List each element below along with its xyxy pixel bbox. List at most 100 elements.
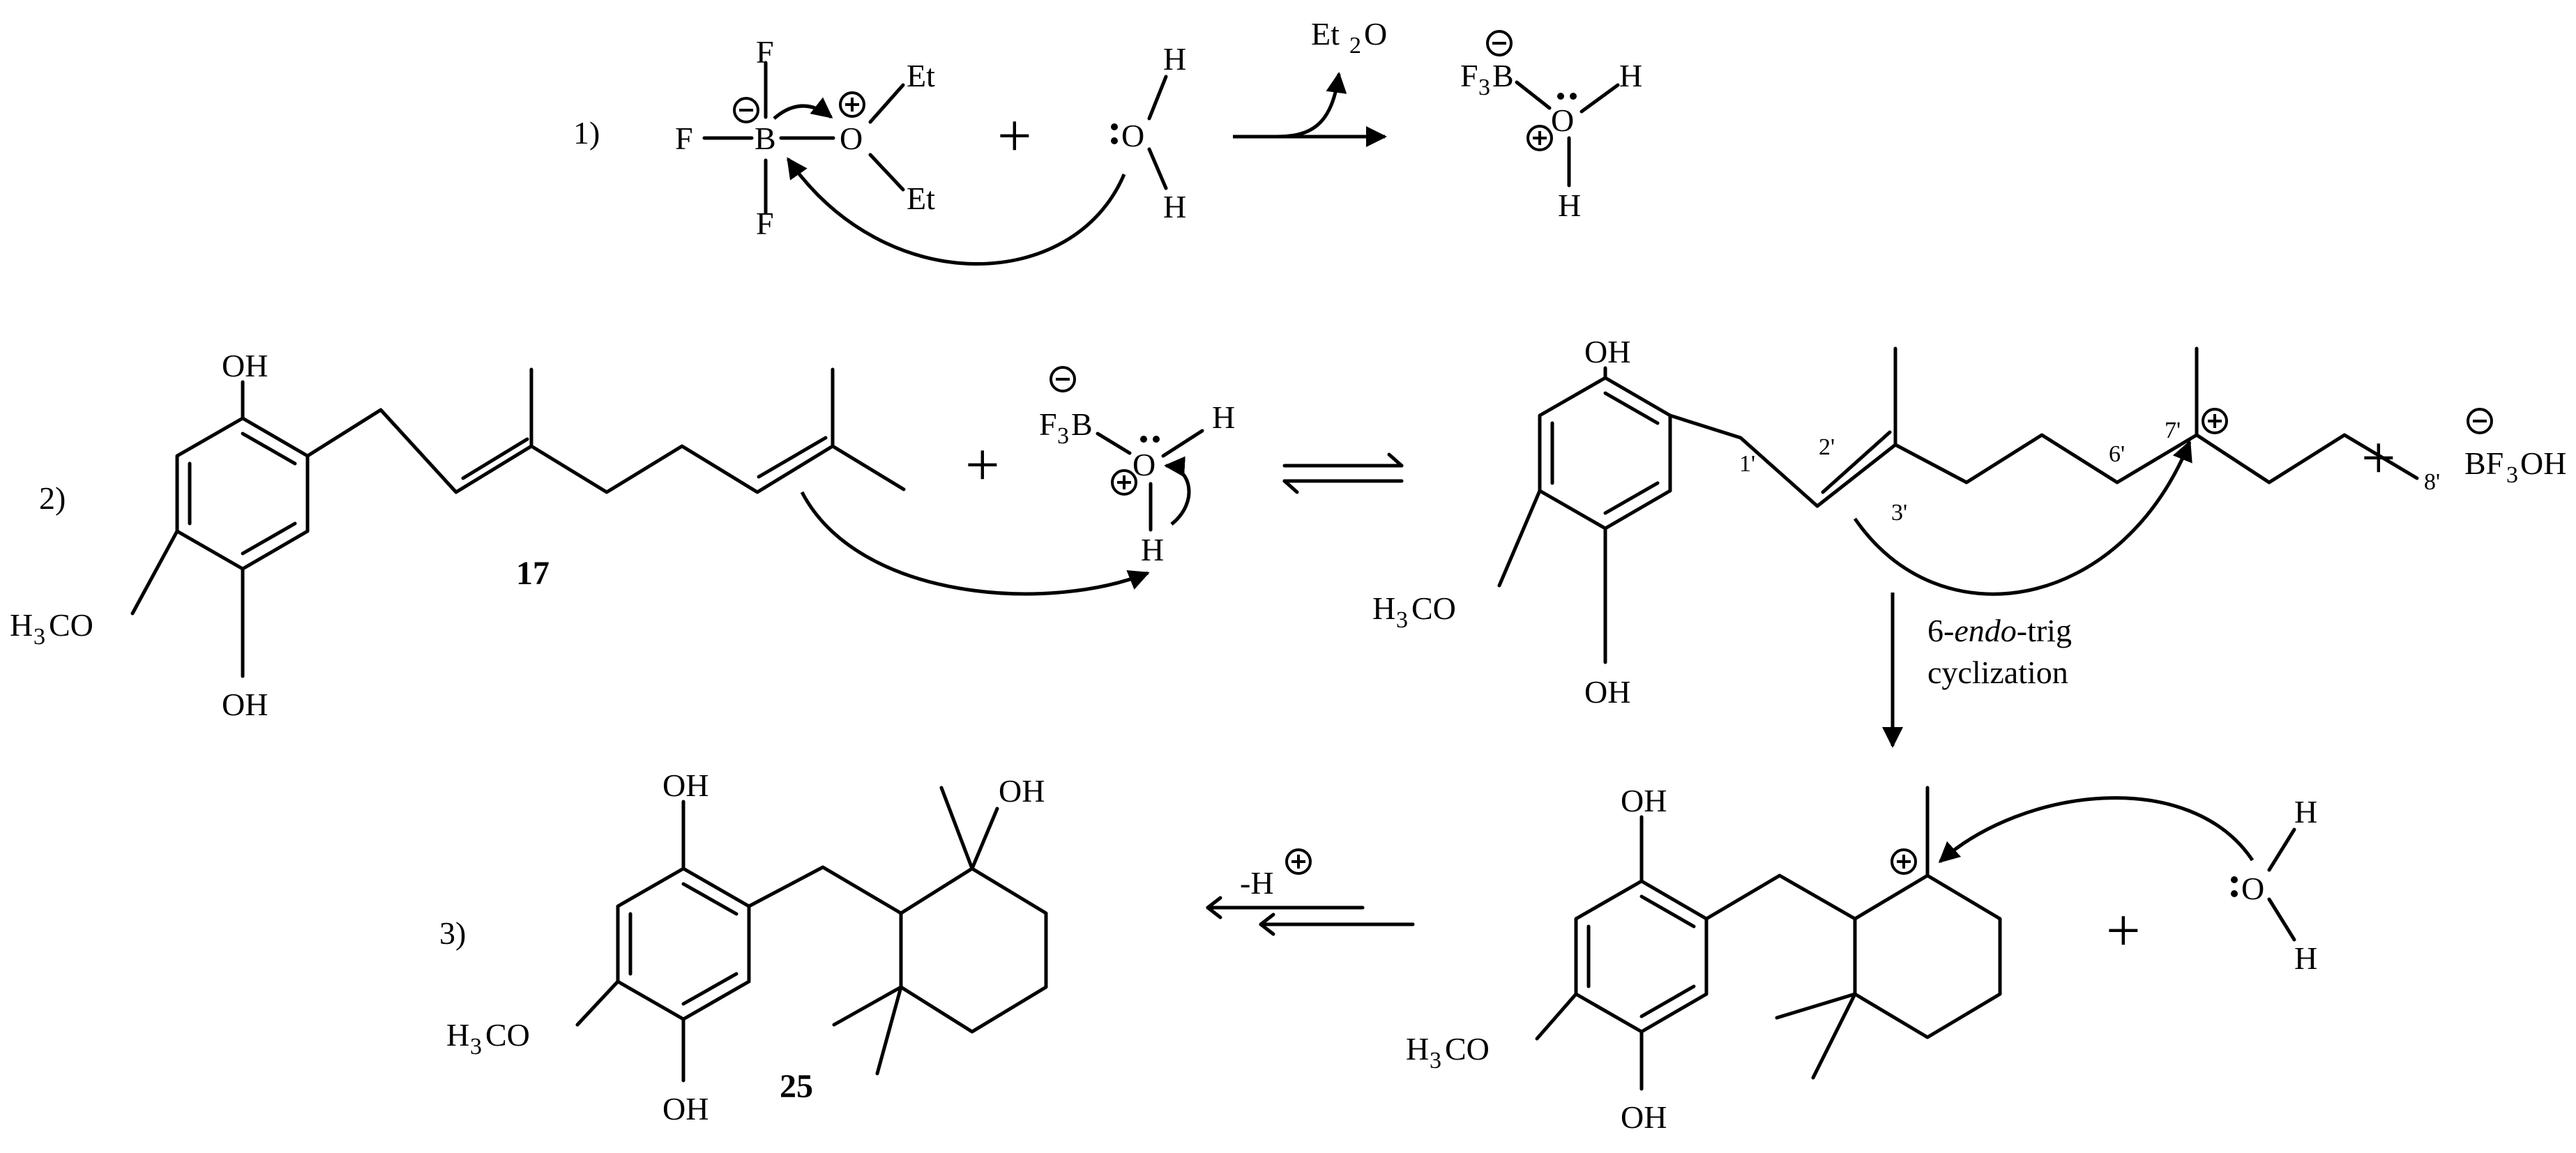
adduct-positive-charge <box>1526 125 1553 151</box>
atom-boron: B <box>755 121 776 156</box>
adduct-h-right: H <box>1619 58 1642 93</box>
svg-text:OH: OH <box>1584 674 1630 710</box>
carbocation-charge <box>2202 408 2228 434</box>
step-1: 1) F F F B O Et Et + O <box>573 16 1642 266</box>
atom-fluorine-bottom: F <box>756 206 774 241</box>
position-6prime: 6' <box>2109 441 2125 467</box>
svg-text:OH: OH <box>1621 1099 1667 1135</box>
bf3-etherate-complex: F F F B O Et Et <box>675 34 935 241</box>
tertiary-carbocation: OH OH H 3 CO <box>1406 783 2002 1135</box>
curved-arrow-bond-break <box>773 97 833 120</box>
reaction-arrow-step1: Et 2 O <box>1233 16 1387 147</box>
svg-text:OH: OH <box>2520 445 2566 481</box>
svg-text:CO: CO <box>485 1017 530 1053</box>
compound-17-structure: OH OH H 3 CO <box>10 348 906 722</box>
deprot-h: -H <box>1240 865 1274 901</box>
water-molecule: O H H <box>1111 41 1186 224</box>
plus-step2b: + <box>2361 425 2396 492</box>
et2o-tail: O <box>1364 16 1387 52</box>
f3b-sub: 3 <box>1478 75 1490 100</box>
svg-text:H: H <box>446 1017 469 1053</box>
boron-negative-charge <box>733 97 759 123</box>
hydroxyl-top-17: OH <box>222 348 268 383</box>
svg-text:OH: OH <box>662 1091 709 1127</box>
methoxy-h-17: H <box>10 607 33 643</box>
hydroxyl-bottom-17: OH <box>222 687 268 722</box>
step-3: 3) OH OH H 3 CO OH 25 -H <box>439 768 2317 1135</box>
oxygen-positive-charge <box>839 91 865 118</box>
plus-step2a: + <box>965 432 1000 499</box>
water-molecule-step3: O H H <box>2231 794 2317 976</box>
svg-text:H: H <box>1406 1031 1429 1067</box>
curved-arrow-cyclization <box>1853 440 2192 596</box>
f3b-tail: B <box>1492 58 1514 93</box>
curved-arrow-protonation <box>800 491 1150 596</box>
atom-oxygen-water: O <box>1121 118 1144 153</box>
svg-text:3: 3 <box>470 1034 482 1060</box>
carbocation-intermediate: OH OH H 3 CO 1' 2' 3' 6' 7' 8' <box>1372 334 2440 710</box>
position-2prime: 2' <box>1819 434 1835 460</box>
ethyl-top: Et <box>907 58 935 93</box>
svg-text:OH: OH <box>662 768 709 803</box>
svg-text:OH: OH <box>999 773 1045 809</box>
svg-text:O: O <box>2241 871 2264 906</box>
compound-17-label: 17 <box>516 555 550 592</box>
svg-text:OH: OH <box>1621 783 1667 818</box>
curved-arrow-water-attack <box>786 157 1126 266</box>
svg-text:3: 3 <box>1057 423 1069 449</box>
svg-text:BF: BF <box>2464 445 2503 481</box>
plus-step1: + <box>997 102 1032 170</box>
deprotonation-arrow: -H <box>1206 848 1415 936</box>
svg-text:3: 3 <box>1430 1048 1441 1074</box>
svg-text:CO: CO <box>1411 590 1456 626</box>
svg-text:H: H <box>1212 399 1235 435</box>
atom-h-water-top: H <box>1163 41 1186 77</box>
svg-text:H: H <box>2294 940 2317 976</box>
cyclization-arrow: 6-endo-trig cyclization <box>1882 593 2072 748</box>
position-3prime: 3' <box>1891 500 1907 526</box>
methoxy-sub-17: 3 <box>33 624 45 650</box>
svg-text:F: F <box>1039 406 1057 442</box>
svg-text:H: H <box>1372 590 1395 626</box>
cyc-cond-line2: cyclization <box>1927 655 2068 690</box>
bf3-water-adduct-reagent: F 3 B O H H <box>1039 366 1235 567</box>
adduct-oxygen: O <box>1551 102 1574 138</box>
svg-text:B: B <box>1071 406 1093 442</box>
svg-text:H: H <box>2294 794 2317 830</box>
deprot-charge <box>1285 848 1312 875</box>
adduct-negative-charge <box>1486 30 1513 56</box>
svg-text:3: 3 <box>2506 462 2518 488</box>
adduct-h-bottom: H <box>1558 188 1581 223</box>
svg-text:H: H <box>1141 532 1164 567</box>
bf3oh-anion: BF 3 OH <box>2464 408 2566 488</box>
position-7prime: 7' <box>2165 418 2181 443</box>
atom-oxygen-ether: O <box>840 121 863 156</box>
tertiary-carbocation-charge <box>1891 848 1917 875</box>
bf3-water-adduct: F 3 B O H H <box>1460 30 1642 223</box>
curved-arrow-water-capture <box>1938 796 2255 864</box>
step-1-label: 1) <box>573 115 600 151</box>
equilibrium-arrow <box>1282 452 1404 494</box>
step-2-label: 2) <box>39 480 66 516</box>
et2o-main: Et <box>1311 16 1340 52</box>
ethyl-bottom: Et <box>907 181 935 216</box>
compound-25-label: 25 <box>780 1068 813 1105</box>
position-8prime: 8' <box>2424 469 2440 495</box>
cyc-cond-line1: 6-endo-trig <box>1927 613 2072 648</box>
atom-fluorine-top: F <box>756 34 774 70</box>
svg-text:CO: CO <box>1445 1031 1490 1067</box>
compound-25-structure: OH OH H 3 CO OH <box>446 768 1048 1127</box>
f3b-main: F <box>1460 58 1478 93</box>
svg-text:3: 3 <box>1396 607 1408 633</box>
step-3-label: 3) <box>439 915 466 951</box>
methoxy-tail-17: CO <box>49 607 93 643</box>
et2o-sub: 2 <box>1349 33 1361 59</box>
plus-step3: + <box>2106 897 2141 965</box>
svg-text:O: O <box>1132 447 1156 482</box>
atom-fluorine-left: F <box>675 121 693 156</box>
step-2: 2) OH OH H 3 CO 17 <box>10 334 2566 748</box>
svg-text:OH: OH <box>1584 334 1630 369</box>
atom-h-water-bottom: H <box>1163 189 1186 224</box>
position-1prime: 1' <box>1739 451 1755 477</box>
